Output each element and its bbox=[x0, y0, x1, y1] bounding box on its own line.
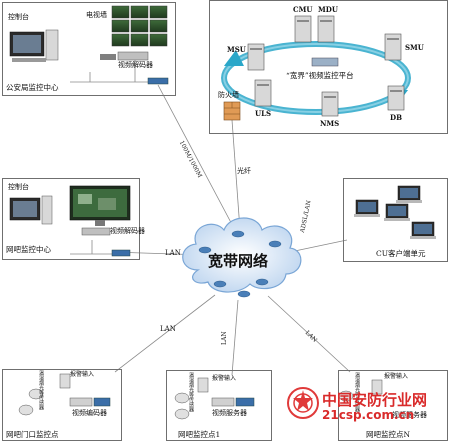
cmu-label: CMU bbox=[293, 5, 313, 14]
cafe-console-label: 控制台 bbox=[8, 183, 29, 191]
cmu-server bbox=[294, 15, 312, 43]
smu-server bbox=[384, 33, 402, 61]
firewall-icon bbox=[223, 101, 241, 121]
site-door-sensor: 温湿烟光等传感器 bbox=[38, 370, 44, 410]
cafe-monitor bbox=[69, 185, 131, 226]
watermark-logo bbox=[287, 387, 319, 419]
cafe-center-box bbox=[2, 178, 140, 260]
lan-bottom-mid-label: LAN bbox=[221, 331, 228, 345]
watermark-text: 中国安防行业网 bbox=[322, 391, 428, 409]
link-site-1 bbox=[231, 299, 239, 376]
tv-wall-label: 电视墙 bbox=[86, 11, 107, 19]
site-door-box bbox=[2, 369, 122, 441]
site-door-encoder: 视频编码器 bbox=[72, 409, 107, 417]
tv-wall-monitors bbox=[111, 5, 168, 47]
psb-center-box bbox=[2, 2, 176, 96]
db-label: DB bbox=[390, 113, 402, 122]
lan-bottom-left-label: LAN bbox=[160, 325, 176, 333]
site-1-alarm: 报警输入 bbox=[212, 375, 237, 382]
platform-name: “宽界”视频监控平台 bbox=[286, 71, 354, 80]
psb-console-label: 控制台 bbox=[8, 13, 29, 21]
cu-name: CU客户端单元 bbox=[376, 249, 426, 258]
psb-switch bbox=[147, 77, 169, 85]
cafe-switch bbox=[111, 249, 131, 257]
site-1-name: 网吧监控点1 bbox=[178, 430, 221, 439]
mdu-label: MDU bbox=[318, 5, 338, 14]
platform-switch bbox=[311, 57, 339, 67]
site-door-name: 网吧门口监控点 bbox=[6, 430, 59, 439]
link-site-door bbox=[114, 294, 216, 373]
link-site-n bbox=[267, 295, 351, 373]
site-1-devices bbox=[174, 377, 255, 420]
site-n-box bbox=[338, 370, 448, 441]
firewall-label: 防火墙 bbox=[218, 91, 239, 99]
link-fiber bbox=[231, 119, 241, 231]
site-n-encoder: 视频服务器 bbox=[392, 411, 427, 419]
site-1-sensor: 温湿烟光等传感器 bbox=[188, 372, 194, 412]
psb-center-name: 公安局监控中心 bbox=[6, 83, 59, 92]
cafe-decoder-label: 视频解码器 bbox=[110, 227, 145, 235]
cu-box bbox=[343, 178, 448, 262]
platform-box bbox=[209, 0, 448, 134]
site-n-name: 网吧监控点N bbox=[366, 430, 411, 439]
broadband-cloud bbox=[182, 217, 302, 298]
site-1-box bbox=[166, 370, 272, 441]
link-cu bbox=[289, 239, 348, 253]
smu-label: SMU bbox=[405, 43, 424, 52]
site-door-alarm: 报警输入 bbox=[70, 371, 95, 378]
link-psb bbox=[157, 84, 237, 233]
lan-left-label: LAN bbox=[165, 249, 181, 257]
mdu-server bbox=[317, 15, 335, 43]
nms-label: NMS bbox=[320, 119, 340, 128]
psb-decoder-label: 视频解码器 bbox=[118, 61, 153, 69]
uls-server bbox=[254, 79, 272, 107]
cafe-decoder-device bbox=[81, 227, 111, 236]
site-n-sensor: 温湿烟光等传感器 bbox=[354, 372, 360, 412]
fiber-label: 光纤 bbox=[237, 167, 251, 175]
psb-console-computer bbox=[9, 29, 59, 62]
site-door-devices bbox=[18, 373, 111, 416]
site-n-alarm: 报警输入 bbox=[384, 373, 409, 380]
cloud-title: 宽带网络 bbox=[208, 252, 269, 270]
cafe-console-computer bbox=[9, 195, 53, 225]
cafe-center-name: 网吧监控中心 bbox=[6, 245, 51, 254]
uls-label: ULS bbox=[255, 109, 272, 118]
site-n-devices bbox=[338, 379, 383, 402]
site-1-encoder: 视频服务器 bbox=[212, 409, 247, 417]
psb-decoder-device bbox=[100, 51, 149, 61]
msu-label: MSU bbox=[227, 45, 246, 54]
watermark-url: 21csp.com.cn bbox=[322, 408, 415, 422]
msu-server bbox=[247, 43, 265, 71]
